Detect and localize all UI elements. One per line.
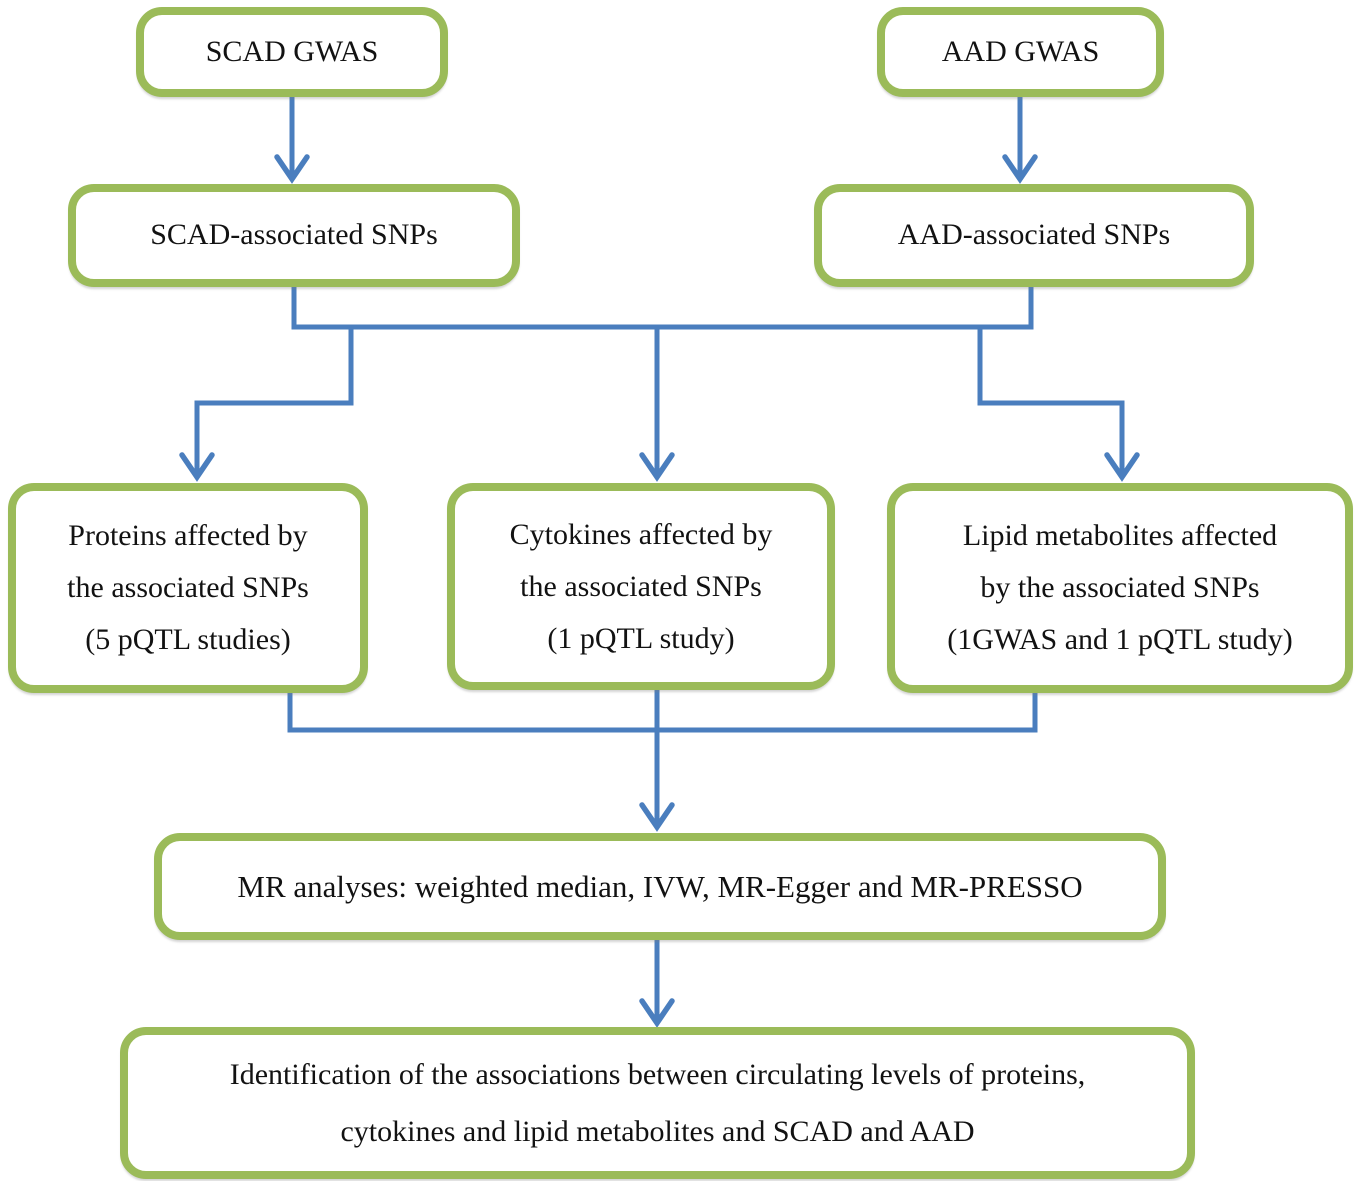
node-lipid-metabolites-affected-label: Lipid metabolites affected by the associ…: [947, 519, 1293, 656]
arrow-to-proteins: [179, 327, 354, 482]
node-mr-analyses-label: MR analyses: weighted median, IVW, MR-Eg…: [237, 868, 1083, 904]
node-mr-analyses: MR analyses: weighted median, IVW, MR-Eg…: [154, 833, 1166, 940]
node-proteins-affected-label: Proteins affected by the associated SNPs…: [67, 519, 309, 656]
node-proteins-affected: Proteins affected by the associated SNPs…: [8, 483, 368, 693]
node-aad-gwas-label: AAD GWAS: [941, 34, 1100, 68]
node-identification-label: Identification of the associations betwe…: [229, 1058, 1086, 1148]
connector-outcomes-merge: [287, 693, 1038, 733]
arrow-to-mr-analyses: [639, 690, 675, 832]
node-cytokines-affected: Cytokines affected by the associated SNP…: [447, 483, 835, 690]
node-scad-associated-snps-label: SCAD-associated SNPs: [150, 218, 438, 252]
node-lipid-metabolites-affected: Lipid metabolites affected by the associ…: [887, 483, 1353, 693]
node-identification: Identification of the associations betwe…: [120, 1027, 1195, 1179]
node-scad-associated-snps: SCAD-associated SNPs: [68, 184, 520, 287]
node-aad-associated-snps-label: AAD-associated SNPs: [897, 218, 1171, 252]
node-scad-gwas: SCAD GWAS: [136, 7, 448, 97]
arrow-to-lipids: [977, 327, 1140, 482]
arrow-aad-gwas-to-aad-snps: [1002, 97, 1038, 184]
arrow-scad-gwas-to-scad-snps: [274, 97, 310, 184]
arrow-mr-to-identification: [639, 940, 675, 1028]
node-cytokines-affected-label: Cytokines affected by the associated SNP…: [509, 517, 773, 655]
connector-snps-merge: [291, 287, 1034, 330]
arrow-to-cytokines: [639, 327, 675, 482]
node-aad-associated-snps: AAD-associated SNPs: [814, 184, 1254, 287]
node-scad-gwas-label: SCAD GWAS: [205, 34, 379, 68]
node-aad-gwas: AAD GWAS: [877, 7, 1164, 97]
